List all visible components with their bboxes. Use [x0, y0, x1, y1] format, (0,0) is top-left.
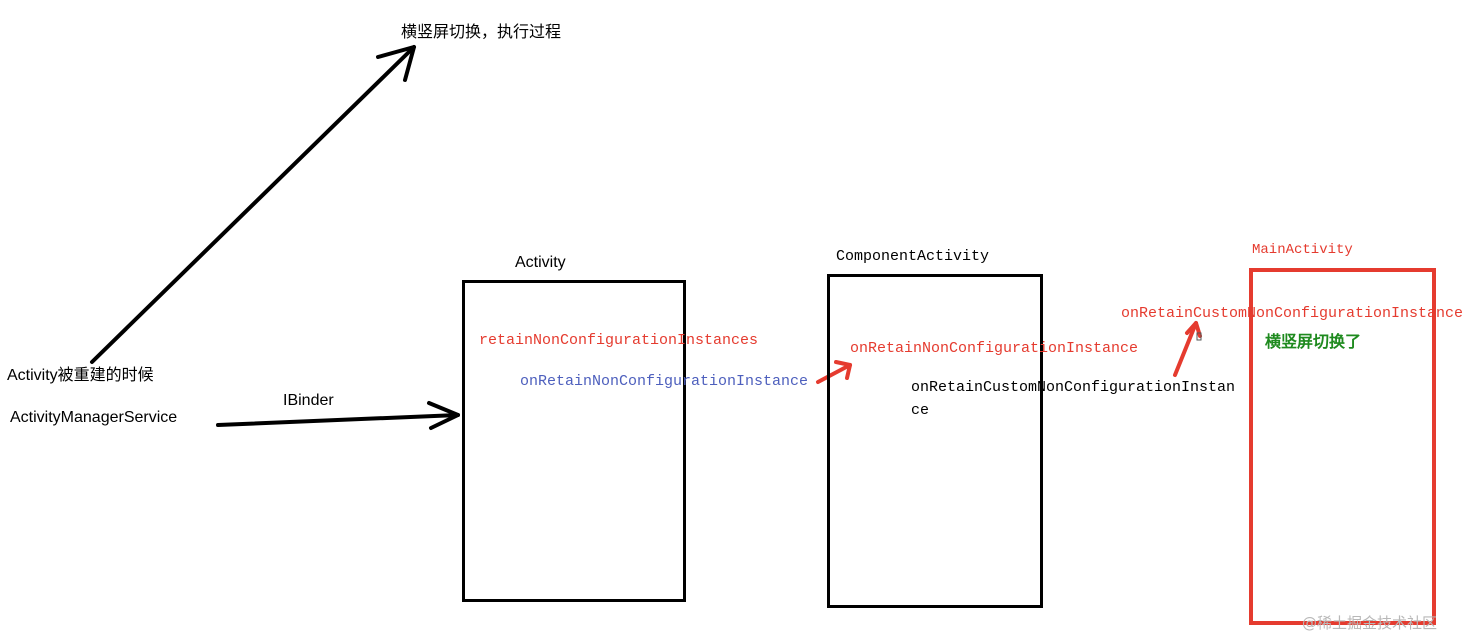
ams-label: ActivityManagerService: [10, 409, 178, 426]
main-method-custom: onRetainCustomNonConfigurationInstance: [1121, 305, 1464, 322]
rotation-process-label: 横竖屏切换，执行过程: [401, 24, 562, 41]
watermark: @稀土掘金技术社区: [1302, 614, 1438, 632]
main-activity-box: [1249, 268, 1436, 625]
arrow-red-activity-to-component: [816, 360, 852, 384]
arrow-red-component-to-main: [1173, 321, 1202, 377]
activity-rebuilt-label: Activity被重建的时候: [7, 367, 154, 384]
cursor-mark: [1196, 332, 1202, 341]
activity-box: [462, 280, 686, 602]
component-activity-box: [827, 274, 1043, 608]
main-note-rotated: 横竖屏切换了: [1265, 332, 1362, 351]
activity-title: Activity: [515, 254, 566, 271]
main-activity-title: MainActivity: [1252, 242, 1353, 258]
activity-method-retain-instances: retainNonConfigurationInstances: [479, 332, 759, 349]
arrow-ibinder: [216, 401, 460, 430]
component-method-custom-line2: ce: [911, 402, 930, 419]
component-method-custom-line1: onRetainCustomNonConfigurationInstan: [911, 379, 1236, 396]
arrow-to-rotation-process: [90, 45, 416, 364]
activity-method-on-retain: onRetainNonConfigurationInstance: [520, 373, 809, 390]
ibinder-label: IBinder: [283, 392, 334, 409]
component-method-on-retain: onRetainNonConfigurationInstance: [850, 340, 1139, 357]
component-activity-title: ComponentActivity: [836, 248, 990, 265]
